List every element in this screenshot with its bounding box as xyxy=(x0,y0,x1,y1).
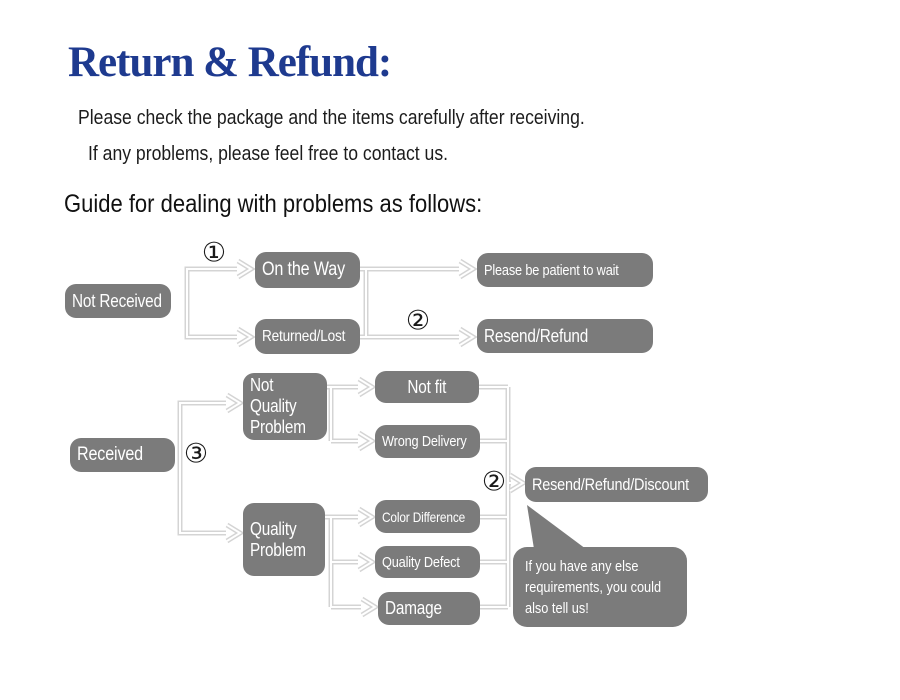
node-please-be-patient: Please be patient to wait xyxy=(477,253,653,287)
node-on-the-way: On the Way xyxy=(255,252,360,288)
step-marker-2-bottom: ② xyxy=(481,466,507,498)
step-marker-2-top: ② xyxy=(405,305,431,337)
node-not-received: Not Received xyxy=(65,284,171,318)
node-quality-problem: Quality Problem xyxy=(243,503,325,576)
connector-lines-inner xyxy=(179,260,525,616)
note-bubble-line-2: requirements, you could xyxy=(525,578,662,596)
node-not-quality-problem: Not Quality Problem xyxy=(243,373,327,440)
note-bubble-line-1: If you have any else xyxy=(525,557,639,575)
node-returned-lost: Returned/Lost xyxy=(255,319,360,354)
page-title: Return & Refund: xyxy=(68,39,392,86)
intro-line-1: Please check the package and the items c… xyxy=(78,107,585,129)
node-resend-refund: Resend/Refund xyxy=(477,319,653,353)
step-marker-3: ③ xyxy=(183,438,209,470)
node-resend-refund-discount: Resend/Refund/Discount xyxy=(525,467,708,502)
note-bubble-tail xyxy=(527,505,586,549)
note-bubble-line-3: also tell us! xyxy=(525,599,589,617)
node-quality-defect: Quality Defect xyxy=(375,546,480,578)
intro-line-2: If any problems, please feel free to con… xyxy=(88,143,449,165)
guide-heading: Guide for dealing with problems as follo… xyxy=(64,190,483,218)
node-not-fit: Not fit xyxy=(375,371,479,403)
node-received: Received xyxy=(70,438,175,472)
node-color-difference: Color Difference xyxy=(375,500,480,533)
step-marker-1: ① xyxy=(201,237,227,269)
note-bubble: If you have any else requirements, you c… xyxy=(513,547,687,627)
node-wrong-delivery: Wrong Delivery xyxy=(375,425,480,458)
node-damage: Damage xyxy=(378,592,480,625)
